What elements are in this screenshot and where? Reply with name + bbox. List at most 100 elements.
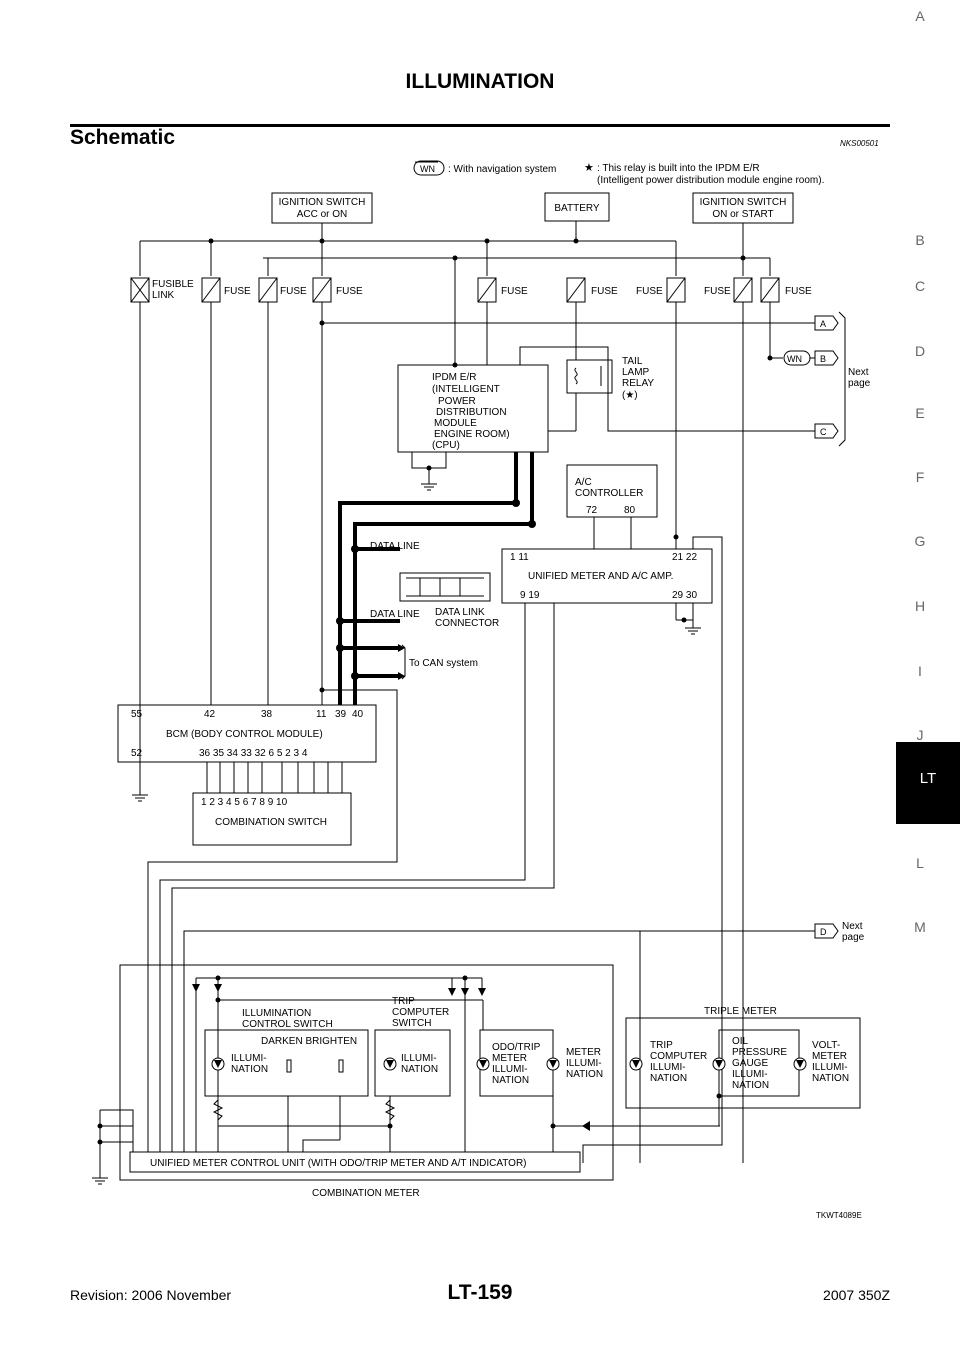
combination-switch-box — [192, 792, 352, 846]
ipdm-label-5: MODULE — [434, 418, 477, 429]
illumination-control-switch-box — [204, 1029, 369, 1097]
illumi-label-1: ILLUMI- — [231, 1053, 267, 1064]
ipdm-label-6: ENGINE ROOM) — [434, 429, 510, 440]
dlc-label-1: DATA LINK — [435, 607, 485, 618]
illum-ctrl-label-2: CONTROL SWITCH — [242, 1019, 333, 1030]
odo-label-2: METER — [492, 1053, 527, 1064]
data-line-label: DATA LINE — [370, 541, 420, 552]
tab-c[interactable]: C — [914, 278, 926, 294]
volt-label-4: NATION — [812, 1073, 849, 1084]
illumi-label-2: NATION — [231, 1064, 268, 1075]
ign-on-label-2: ON or START — [712, 209, 773, 220]
bcm-pin-55: 55 — [131, 709, 143, 720]
bcm-box — [117, 704, 377, 763]
ipdm-label-4: DISTRIBUTION — [436, 407, 507, 418]
connector-d — [814, 923, 839, 939]
oil-label-2: PRESSURE — [732, 1047, 787, 1058]
ipdm-label-1: IPDM E/R — [432, 372, 476, 383]
data-link-connector — [399, 572, 491, 602]
tab-h[interactable]: H — [914, 598, 926, 614]
legend-wn-tag: WN — [420, 164, 435, 174]
unified-amp-box — [501, 548, 713, 604]
tail-label-2: LAMP — [622, 367, 650, 378]
connector-b — [814, 350, 839, 366]
amp-label: UNIFIED METER AND A/C AMP. — [528, 571, 673, 582]
trip-computer-switch-box — [374, 1029, 451, 1097]
tab-lt-active[interactable]: LT — [896, 742, 960, 824]
meter-illumi-label-3: NATION — [566, 1069, 603, 1080]
triple-meter-label: TRIPLE METER — [704, 1006, 777, 1017]
ipdm-label-7: (CPU) — [432, 440, 460, 451]
tab-g[interactable]: G — [914, 533, 926, 549]
figure-code: TKWT4089E — [816, 1211, 862, 1220]
tab-j[interactable]: J — [916, 727, 924, 743]
footer-model: 2007 350Z — [823, 1287, 890, 1303]
ign-on-label-1: IGNITION SWITCH — [700, 197, 787, 208]
combo-pins: 1 2 3 4 5 6 7 8 9 10 — [201, 797, 288, 808]
tab-a[interactable]: A — [915, 8, 925, 24]
bcm-pin-39: 39 — [335, 709, 347, 720]
battery-label: BATTERY — [554, 203, 600, 214]
tab-e[interactable]: E — [915, 405, 925, 421]
fusible-label-1: FUSIBLE — [152, 279, 194, 290]
amp-bottom-left-pins: 9 19 — [520, 590, 540, 601]
ipdm-label-3: POWER — [438, 396, 476, 407]
legend-star-line-1: : This relay is built into the IPDM E/R — [597, 163, 760, 174]
combination-switch-label: COMBINATION SWITCH — [215, 817, 327, 828]
footer-page-number: LT-159 — [447, 1281, 513, 1304]
connector-c — [814, 423, 839, 439]
oil-label-4: ILLUMI- — [732, 1069, 768, 1080]
tab-f[interactable]: F — [915, 469, 925, 485]
header-rule — [70, 124, 890, 127]
legend-wn: : With navigation system — [448, 164, 556, 175]
footer-revision: Revision: 2006 November — [70, 1287, 232, 1303]
legend-star-line-2: (Intelligent power distribution module e… — [597, 175, 824, 186]
trip-comp-label-3: ILLUMI- — [650, 1062, 686, 1073]
tab-d[interactable]: D — [914, 343, 926, 359]
tab-lt: LT — [919, 770, 937, 787]
combination-meter-box — [119, 964, 614, 1181]
fusible-label-2: LINK — [152, 290, 175, 301]
unified-meter-control-unit — [129, 1151, 581, 1173]
tail-label-4: (★) — [622, 390, 638, 401]
trip-sw-label-3: SWITCH — [392, 1018, 431, 1029]
tab-m[interactable]: M — [914, 919, 926, 935]
dlc-label-2: CONNECTOR — [435, 618, 499, 629]
ac-pin-72: 72 — [586, 505, 598, 516]
tail-label-1: TAIL — [622, 356, 643, 367]
bcm-pin-42: 42 — [204, 709, 216, 720]
ipdm-box — [397, 364, 549, 453]
meter-illumi-label-2: ILLUMI- — [566, 1058, 602, 1069]
triple-meter-box — [625, 1017, 861, 1109]
volt-label-2: METER — [812, 1051, 847, 1062]
connector-c-label: C — [820, 427, 827, 437]
bcm-bottom-pins: 36 35 34 33 32 6 5 2 3 4 — [199, 748, 308, 759]
tail-lamp-relay — [566, 359, 613, 394]
fuse-label: FUSE — [785, 286, 812, 297]
ign-acc-label-1: IGNITION SWITCH — [279, 197, 366, 208]
tab-i[interactable]: I — [918, 663, 922, 679]
bcm-pin-52: 52 — [131, 748, 143, 759]
next-page-d-2: page — [842, 932, 865, 943]
oil-label-1: OIL — [732, 1036, 749, 1047]
connector-d-label: D — [820, 927, 827, 937]
combination-meter-label: COMBINATION METER — [312, 1188, 420, 1199]
connector-a — [814, 315, 839, 331]
bcm-label: BCM (BODY CONTROL MODULE) — [166, 729, 323, 740]
fuse-label: FUSE — [336, 286, 363, 297]
next-page-d-1: Next — [842, 921, 863, 932]
trip-sw-label-2: COMPUTER — [392, 1007, 449, 1018]
tab-b[interactable]: B — [915, 232, 925, 248]
section-code: NKS00501 — [840, 139, 879, 148]
fuse-label: FUSE — [591, 286, 618, 297]
odo-label-3: ILLUMI- — [492, 1064, 528, 1075]
next-page-2: page — [848, 378, 871, 389]
tab-l[interactable]: L — [916, 855, 924, 871]
fuse-label: FUSE — [224, 286, 251, 297]
meter-illumi-label-1: METER — [566, 1047, 601, 1058]
connector-b-label: B — [820, 354, 826, 364]
bcm-pin-40: 40 — [352, 709, 364, 720]
fuse-label: FUSE — [501, 286, 528, 297]
fuse-label: FUSE — [636, 286, 663, 297]
